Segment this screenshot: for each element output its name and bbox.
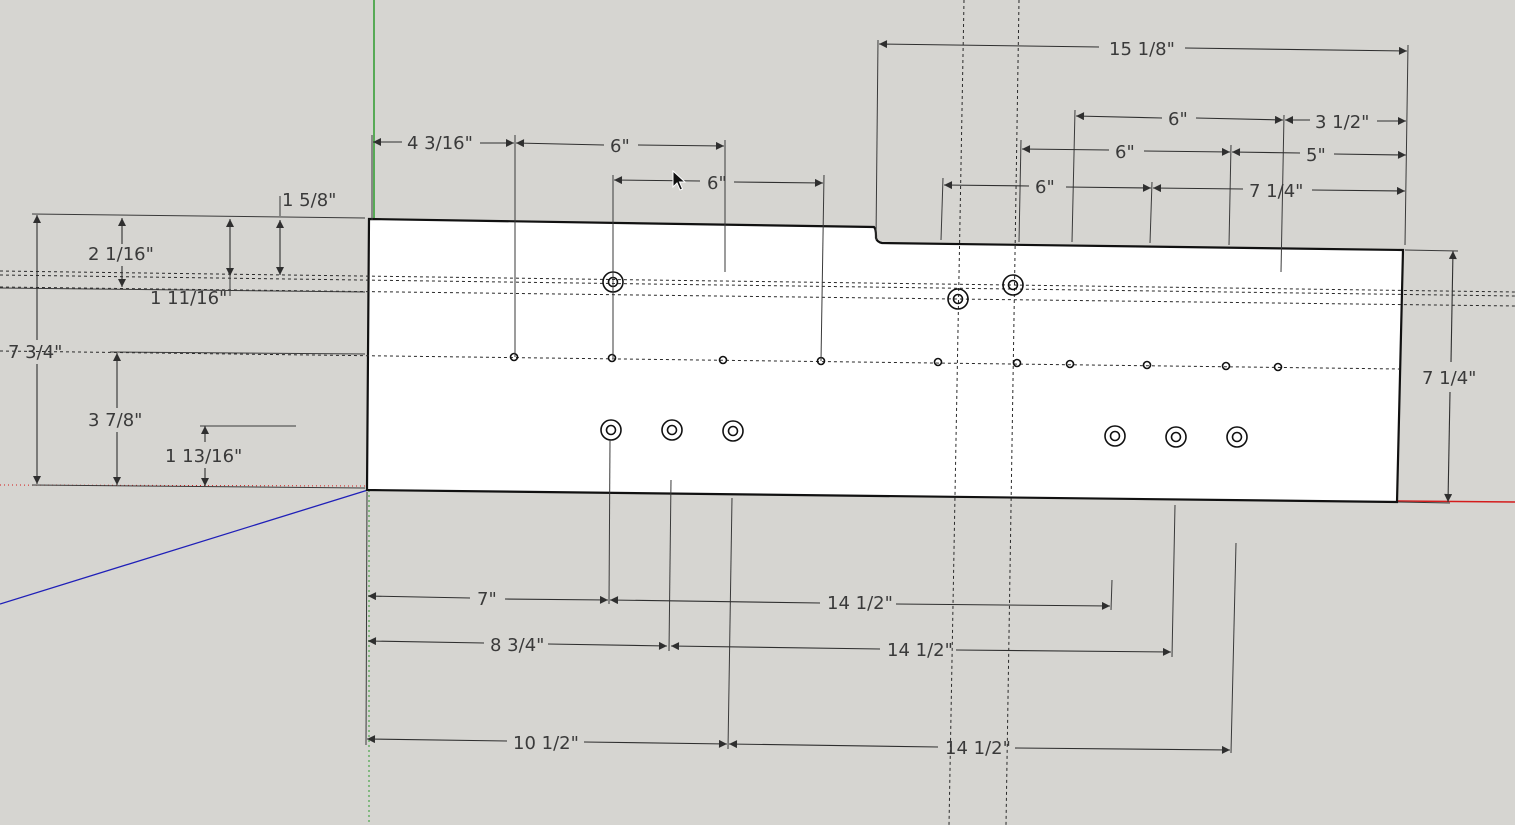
top-dimensions: 15 1/8" 4 3/16" 6" 6" 6" 3 1/2" 6" 5" 6" [371,39,1409,362]
dim-7-1-4-top[interactable]: 7 1/4" [1249,181,1303,202]
dim-7[interactable]: 7" [477,589,497,610]
counterbore-hole[interactable] [1226,426,1248,448]
dim-1-11-16[interactable]: 1 11/16" [150,288,227,309]
dim-6-b[interactable]: 6" [707,173,727,194]
holes [509,271,1283,448]
pilot-hole[interactable] [1012,358,1022,368]
counterbore-hole[interactable] [1109,430,1121,442]
counterbore-hole[interactable] [722,420,744,442]
dim-6-e[interactable]: 6" [1035,177,1055,198]
dim-7-1-4-right[interactable]: 7 1/4" [1422,368,1476,389]
arrow-cursor [672,169,687,191]
dim-15-1-8[interactable]: 15 1/8" [1109,39,1175,60]
pilot-hole[interactable] [933,357,943,367]
counterbore-hole[interactable] [605,424,617,436]
counterbore-hole[interactable] [666,424,678,436]
dim-14-1-2-b[interactable]: 14 1/2" [887,640,953,661]
counterbore-hole[interactable] [1104,425,1126,447]
dim-10-1-2[interactable]: 10 1/2" [513,733,579,754]
right-dimensions: 7 1/4" [1397,249,1476,504]
pilot-hole[interactable] [1221,361,1231,371]
dim-3-1-2[interactable]: 3 1/2" [1315,112,1369,133]
counterbore-hole[interactable] [727,425,739,437]
counterbore-hole[interactable] [1007,279,1019,291]
dim-8-3-4[interactable]: 8 3/4" [490,635,544,656]
dim-7-3-4[interactable]: 7 3/4" [8,342,62,363]
pilot-hole[interactable] [1065,359,1075,369]
counterbore-hole[interactable] [1170,431,1182,443]
pilot-hole[interactable] [718,355,728,365]
dim-1-5-8[interactable]: 1 5/8" [282,190,336,211]
dim-14-1-2-a[interactable]: 14 1/2" [827,593,893,614]
dim-6-d[interactable]: 6" [1115,142,1135,163]
pilot-hole[interactable] [607,353,617,363]
left-dimensions: 1 5/8" 2 1/16" 1 11/16" 7 3/4" 3 7/8" 1 … [0,190,366,489]
dim-14-1-2-c[interactable]: 14 1/2" [945,738,1011,759]
pilot-hole[interactable] [1273,362,1283,372]
dim-2-1-16[interactable]: 2 1/16" [88,244,154,265]
counterbore-hole[interactable] [1165,426,1187,448]
dim-6-c[interactable]: 6" [1168,109,1188,130]
pilot-hole[interactable] [1142,360,1152,370]
counterbore-hole[interactable] [661,419,683,441]
counterbore-hole[interactable] [600,419,622,441]
dim-4-3-16[interactable]: 4 3/16" [407,133,473,154]
board-face[interactable] [365,217,1405,504]
red-axis-hidden [0,484,369,487]
counterbore-hole[interactable] [1002,274,1024,296]
dim-3-7-8[interactable]: 3 7/8" [88,410,142,431]
counterbore-hole[interactable] [1231,431,1243,443]
counterbore-hole[interactable] [947,288,969,310]
red-axis [1396,500,1515,503]
dim-6-a[interactable]: 6" [610,136,630,157]
counterbore-hole[interactable] [952,293,964,305]
dim-5[interactable]: 5" [1306,145,1326,166]
blue-axis [0,489,369,605]
pilot-hole[interactable] [509,352,519,362]
bottom-dimensions: 7" 14 1/2" 8 3/4" 14 1/2" 10 1/2" 14 1/2… [365,439,1237,759]
dim-1-13-16[interactable]: 1 13/16" [165,446,242,467]
